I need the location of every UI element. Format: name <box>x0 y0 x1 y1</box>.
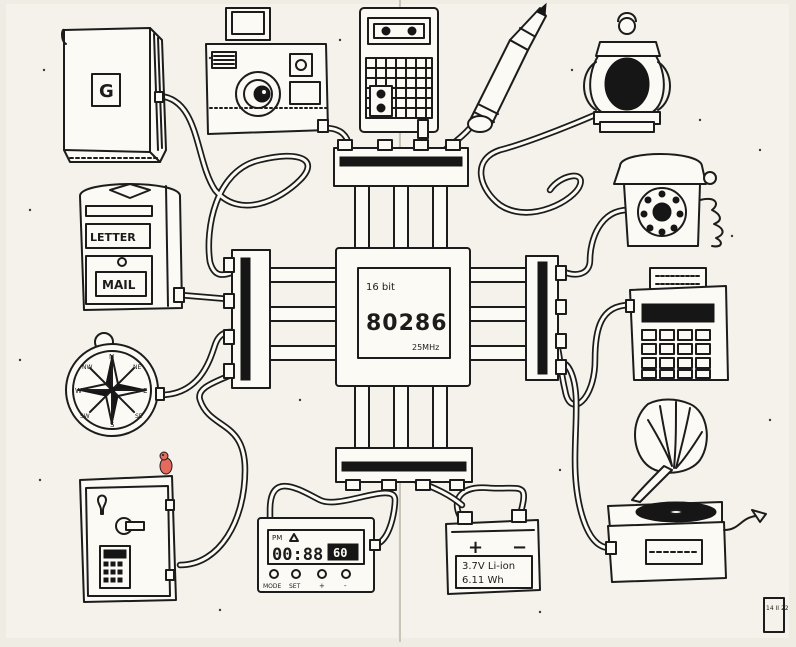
connector-top <box>333 139 469 187</box>
clock-btn-set: SET <box>289 583 301 590</box>
battery-minus: − <box>512 537 527 558</box>
compass-device: N NE E SE S SW W NW <box>65 332 165 437</box>
compass-s: S <box>110 421 115 429</box>
cpu-chip-window <box>357 267 451 359</box>
clock-time: 00:88 <box>272 545 323 565</box>
compass-w: W <box>75 387 82 395</box>
signature-date: 14 II 22 <box>766 605 789 612</box>
phone-coiled-cord <box>699 198 724 248</box>
safe-device <box>79 451 177 603</box>
cassette-player-device <box>359 7 439 139</box>
cpu-pins-left <box>267 267 341 361</box>
compass-nw: NW <box>82 364 92 371</box>
cpu-assembly: 16 bit 80286 25MHz <box>223 139 567 491</box>
bird-figure <box>159 451 173 475</box>
clock-btn-minus: - <box>344 582 347 590</box>
mailbox-letter-plate <box>85 223 151 249</box>
clock-btn-plus: + <box>319 582 325 590</box>
battery-spec-energy: 6.11 Wh <box>462 575 504 586</box>
lantern-device <box>583 12 671 133</box>
battery-spec-voltage: 3.7V Li-ion <box>462 561 515 572</box>
clock-seconds: 60 <box>333 546 347 560</box>
mailbox-device: LETTER MAIL <box>79 183 185 311</box>
cpu-clock-label: 25MHz <box>412 343 439 352</box>
book-letter: G <box>99 81 114 102</box>
clock-btn-mode: MODE <box>263 583 282 590</box>
ink-specks <box>18 38 772 614</box>
clock-pm: PM <box>272 534 282 542</box>
book-badge <box>91 73 121 107</box>
cpu-model-label: 80286 <box>366 311 448 336</box>
compass-ne: NE <box>133 364 141 371</box>
cpu-pins-right <box>467 267 531 361</box>
book-device: G <box>61 27 167 163</box>
connector-right <box>525 255 567 381</box>
cpu-bits-label: 16 bit <box>366 282 395 293</box>
alarm-clock-device: PM 00:88 60 MODE SET + - <box>257 517 381 593</box>
calculator-display <box>641 303 715 323</box>
fountain-pen-device <box>467 2 547 133</box>
battery-device: + − 3.7V Li-ion 6.11 Wh <box>445 509 541 595</box>
compass-se: SE <box>135 413 143 420</box>
rotary-telephone-device <box>613 153 724 248</box>
cpu-pins-bottom <box>354 381 448 455</box>
camera-device <box>205 7 329 135</box>
connector-left <box>223 249 271 389</box>
battery-plus: + <box>468 537 483 558</box>
mailbox-label-letter: LETTER <box>90 231 136 244</box>
compass-n: N <box>109 353 114 361</box>
mailbox-label-mail: MAIL <box>102 278 136 292</box>
lantern-flame-glass <box>604 57 650 111</box>
mailbox-mail-plate <box>95 271 147 297</box>
clock-buttons: MODE SET + - <box>263 569 351 590</box>
connector-bottom <box>335 447 473 491</box>
compass-sw: SW <box>80 413 90 420</box>
cpu-pins-top <box>354 179 448 253</box>
compass-e: E <box>143 387 147 395</box>
calculator-device <box>625 267 729 381</box>
battery-label-box <box>455 555 533 589</box>
calculator-keys <box>641 329 711 379</box>
gramophone-device <box>605 398 767 583</box>
signature-stamp: 14 II 22 <box>763 597 789 633</box>
